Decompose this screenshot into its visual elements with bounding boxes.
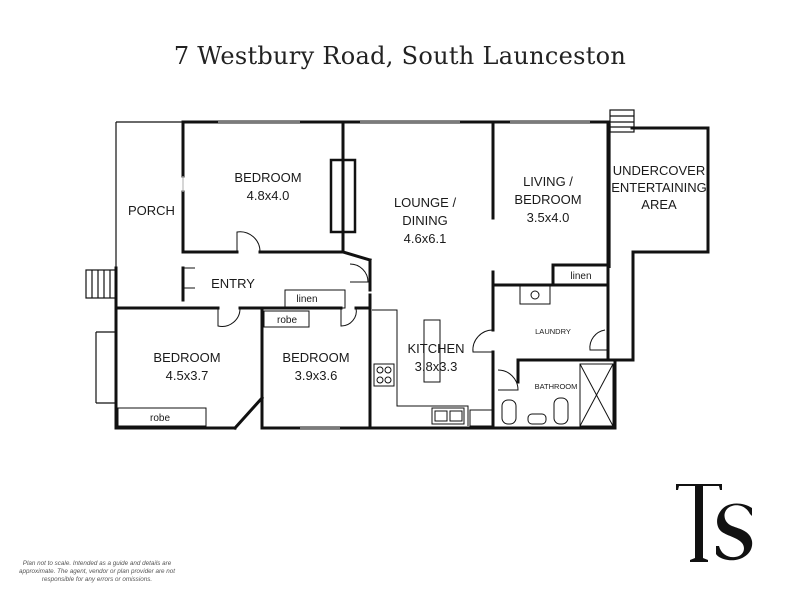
room-label-undercover-1: UNDERCOVER <box>613 163 705 178</box>
room-size-lounge: 4.6x6.1 <box>404 231 447 246</box>
room-size-bedroom-mid: 3.9x3.6 <box>295 368 338 383</box>
room-label-undercover-3: AREA <box>641 197 677 212</box>
ts-logo <box>676 484 753 562</box>
plan-title: 7 Westbury Road, South Launceston <box>173 42 627 70</box>
wet-area-fixtures <box>501 285 614 427</box>
room-label-laundry: LAUNDRY <box>535 327 571 336</box>
room-size-kitchen: 3.8x3.3 <box>415 359 458 374</box>
room-label-lounge-2: DINING <box>402 213 448 228</box>
disclaimer-text: Plan not to scale. Intended as a guide a… <box>18 560 176 583</box>
room-label-bedroom-left: BEDROOM <box>153 350 220 365</box>
room-size-bedroom-top: 4.8x4.0 <box>247 188 290 203</box>
room-label-living-2: BEDROOM <box>514 192 581 207</box>
steps <box>85 109 635 299</box>
cupboard-label-linen-entry: linen <box>296 294 317 305</box>
cupboard-label-robe-left: robe <box>150 413 170 424</box>
room-label-kitchen: KITCHEN <box>407 341 464 356</box>
room-label-bedroom-top: BEDROOM <box>234 170 301 185</box>
room-label-lounge-1: LOUNGE / <box>394 195 457 210</box>
room-label-living-1: LIVING / <box>523 174 573 189</box>
cupboard-label-robe-mid: robe <box>277 315 297 326</box>
walls <box>114 120 710 431</box>
room-label-entry: ENTRY <box>211 276 255 291</box>
fireplace <box>329 158 357 234</box>
room-label-undercover-2: ENTERTAINING <box>611 180 707 195</box>
thin-walls <box>95 121 611 404</box>
windows <box>182 121 590 429</box>
kitchen-fixtures <box>372 309 493 427</box>
room-label-porch: PORCH <box>128 203 175 218</box>
room-label-bathroom: BATHROOM <box>535 382 578 391</box>
cupboards <box>117 265 608 427</box>
room-label-bedroom-mid: BEDROOM <box>282 350 349 365</box>
room-size-living: 3.5x4.0 <box>527 210 570 225</box>
door-swings <box>183 231 608 391</box>
room-size-bedroom-left: 4.5x3.7 <box>166 368 209 383</box>
cupboard-label-linen-laundry: linen <box>570 271 591 282</box>
